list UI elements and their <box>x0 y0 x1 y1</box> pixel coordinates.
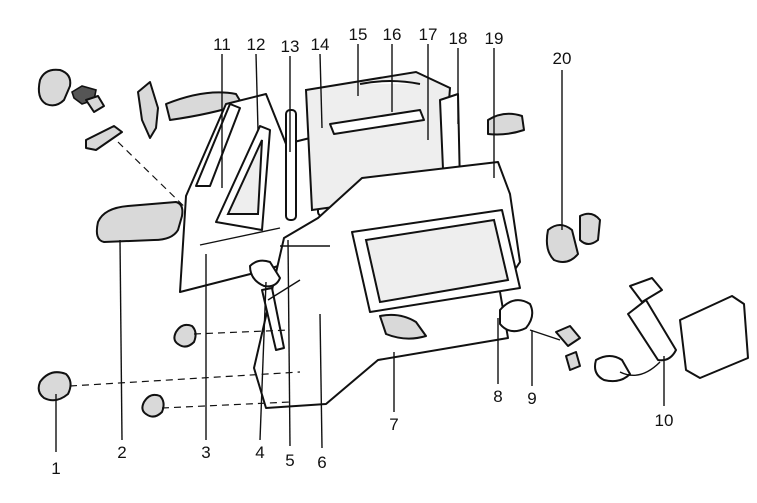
callout-8: 8 <box>493 387 502 406</box>
exterior-handle-pair <box>545 212 601 263</box>
handle-parts-cluster <box>37 68 243 219</box>
window-seal-19 <box>487 112 525 136</box>
callout-7: 7 <box>389 415 398 434</box>
window-regulator <box>249 245 330 351</box>
door-clips <box>37 323 301 418</box>
callout-18: 18 <box>449 29 468 48</box>
callout-5: 5 <box>285 451 294 470</box>
side-mirror-assembly <box>594 277 749 383</box>
callout-10: 10 <box>655 411 674 430</box>
callout-17: 17 <box>419 25 438 44</box>
callout-15: 15 <box>349 25 368 44</box>
callout-1: 1 <box>51 459 60 478</box>
callout-leaders <box>55 44 665 452</box>
callout-4: 4 <box>255 443 264 462</box>
lower-window-frame <box>351 209 521 313</box>
callout-14: 14 <box>311 35 330 54</box>
callout-19: 19 <box>485 29 504 48</box>
callout-16: 16 <box>383 25 402 44</box>
lock-cylinder-with-keys <box>529 325 581 371</box>
door-latch <box>379 299 534 340</box>
callout-13: 13 <box>281 37 300 56</box>
callout-numbers: 1 2 3 4 5 6 7 8 9 10 11 12 13 14 15 16 1… <box>51 25 673 478</box>
vent-window-frame <box>195 103 271 231</box>
callout-11: 11 <box>213 35 231 54</box>
callout-12: 12 <box>247 35 266 54</box>
callout-20: 20 <box>553 49 572 68</box>
callout-9: 9 <box>527 389 536 408</box>
armrest-part <box>95 201 184 243</box>
callout-3: 3 <box>201 443 210 462</box>
window-guide-rail-13 <box>285 109 297 221</box>
callout-6: 6 <box>317 453 326 472</box>
callout-2: 2 <box>117 443 126 462</box>
